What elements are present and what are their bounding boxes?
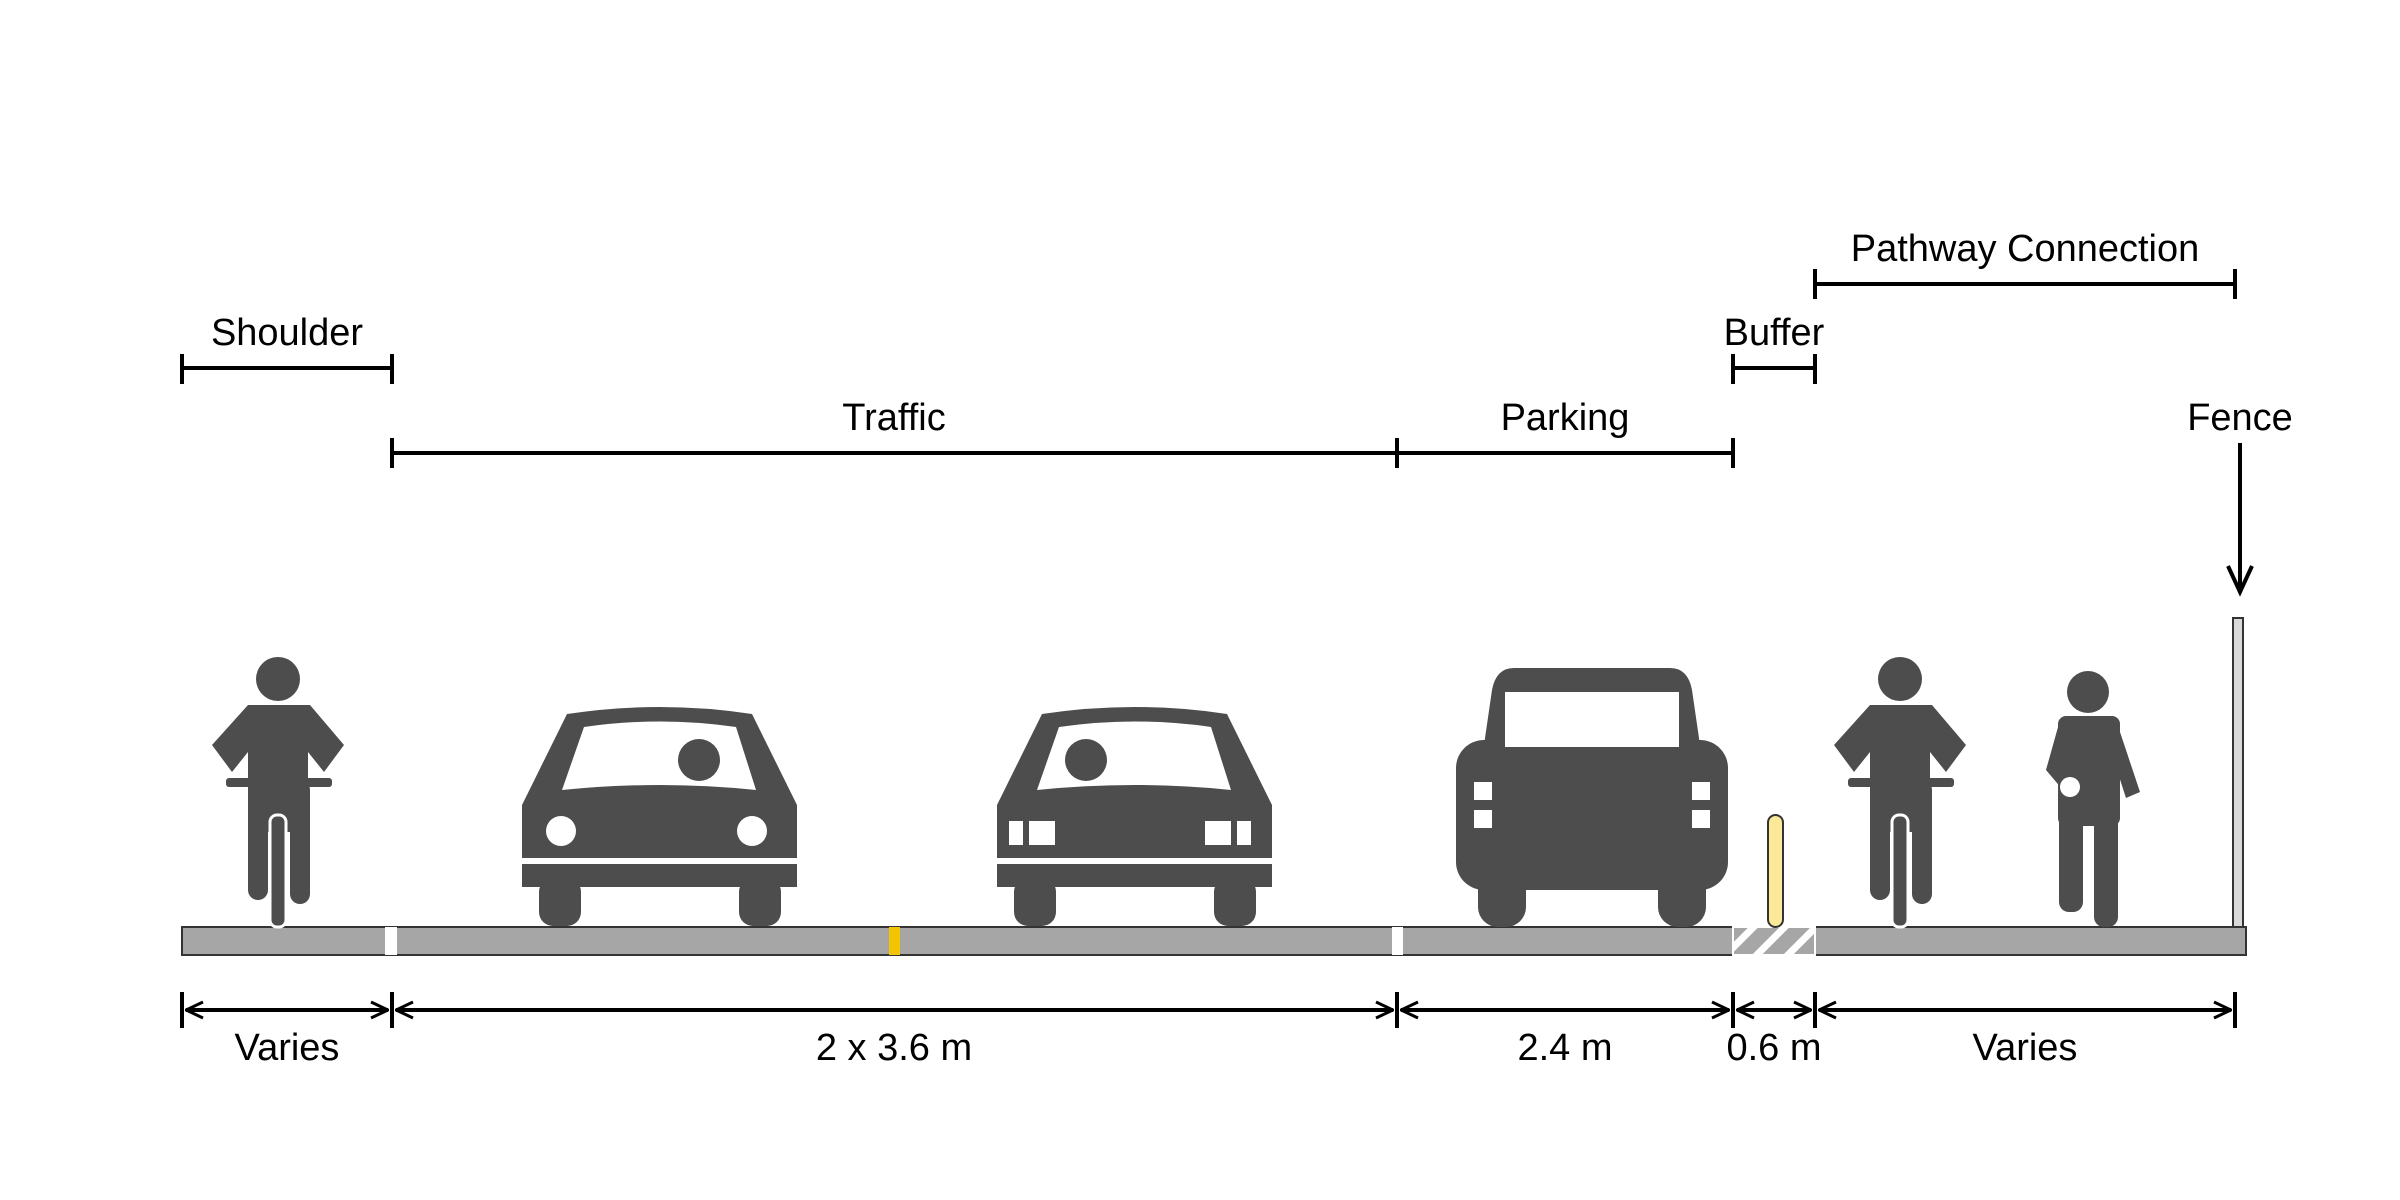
buffer-zone: Buffer [1724,312,1825,384]
width-parking: 2.4 m [1401,1010,1729,1069]
fence-label: Fence [2187,397,2293,439]
car-rear-icon [1456,668,1728,927]
parking-line-marking [1392,927,1403,955]
car-icon [997,707,1272,926]
center-line-marking [889,927,900,955]
pathway-label: Pathway Connection [1851,228,2200,270]
shoulder-label: Shoulder [211,312,363,354]
cyclist-icon [212,657,344,929]
width-traffic-label: 2 x 3.6 m [816,1027,972,1069]
width-parking-label: 2.4 m [1517,1027,1612,1069]
width-traffic: 2 x 3.6 m [396,1010,1393,1069]
parking-label: Parking [1501,397,1630,439]
width-buffer-label: 0.6 m [1726,1027,1821,1069]
width-pathway-label: Varies [1973,1027,2078,1069]
fence-callout: Fence [2187,397,2293,597]
fence-arrow-icon [2226,565,2254,597]
fence-post-icon [2232,617,2244,928]
dimension-lines [180,992,2237,1028]
traffic-zone: Traffic [390,397,1399,468]
car-icon [522,707,797,926]
road-surface [181,926,2247,956]
pedestrian-icon [2046,671,2140,927]
edge-line-marking [385,927,397,955]
width-pathway: Varies [1819,1010,2231,1069]
parking-zone: Parking [1397,397,1735,468]
bollard-icon [1767,814,1784,928]
buffer-label: Buffer [1724,312,1825,354]
buffer-hatch [1732,926,1816,956]
pathway-zone: Pathway Connection [1813,228,2237,299]
cyclist-icon [1834,657,1966,929]
shoulder-zone: Shoulder [180,312,394,384]
width-shoulder: Varies [180,992,388,1069]
width-buffer: 0.6 m [1726,1010,1822,1069]
width-shoulder-label: Varies [235,1027,340,1069]
traffic-label: Traffic [842,397,945,439]
